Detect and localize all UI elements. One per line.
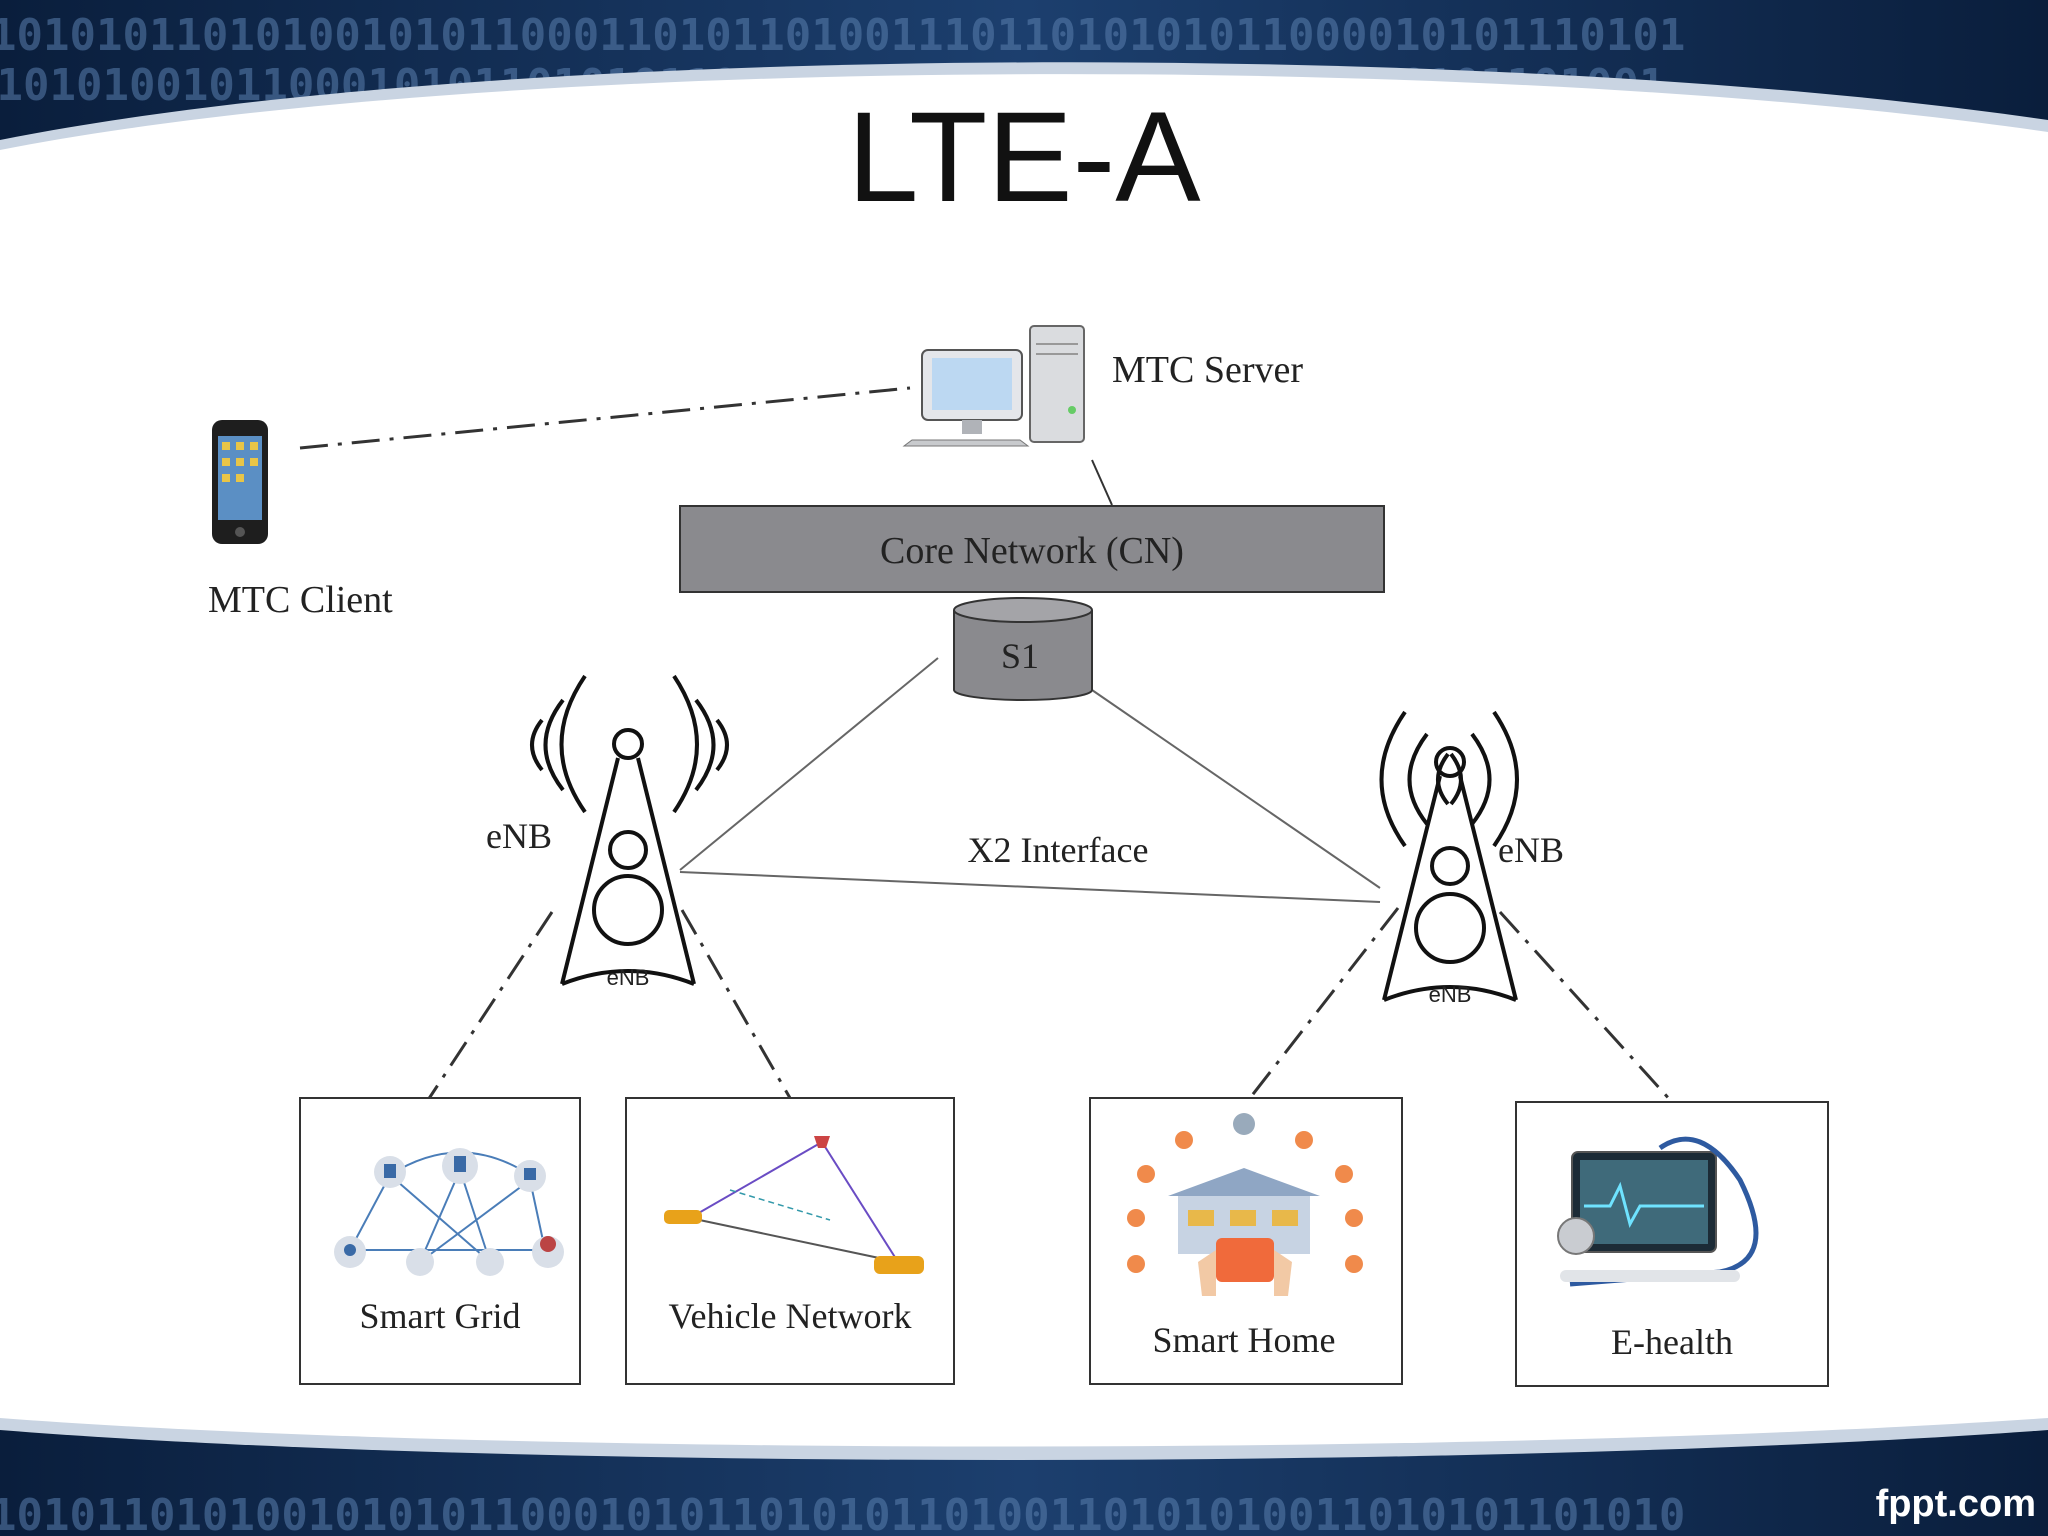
smartphone-icon [212,420,268,544]
vehicle-network-icon [664,1136,924,1274]
s1-label: S1 [1001,636,1039,676]
vehicle-network-label: Vehicle Network [669,1296,912,1336]
svg-text:101010110101001010110001101011: 1010101101010010101100011010110100111011… [0,10,1685,61]
enb-right-badge: eNB [1429,982,1472,1007]
x2-interface-label: X2 Interface [968,830,1149,870]
s1-left-link [679,657,939,871]
smart-home-icon [1127,1113,1363,1296]
svg-text:101011010100101010110001010110: 1010110101001010101100010101101010110100… [0,1490,1685,1536]
mtc-client-label: MTC Client [208,579,393,621]
enb-left-grid-link [426,911,554,1101]
smart-grid-label: Smart Grid [360,1296,521,1336]
x2-interface-link [679,871,1381,903]
server-cn-link [1091,459,1113,506]
smart-grid-network-icon [349,1151,546,1263]
mtc-server-icon [902,325,1085,447]
e-health-tablet-icon [1557,1136,1759,1287]
enb-left-badge: eNB [607,965,650,990]
slide-title: LTE-A [847,86,1201,229]
smart-home-label: Smart Home [1153,1320,1336,1360]
enb-tower-left [530,674,729,986]
footer-brand: fppt.com [1875,1483,2036,1525]
enb-right-health-link [1498,910,1674,1104]
enb-left-label: eNB [486,816,552,856]
smart-home-box [1089,1097,1403,1385]
mtc-server-label: MTC Server [1112,349,1303,391]
e-health-label: E-health [1611,1322,1733,1362]
enb-right-home-link [1248,907,1400,1099]
enb-right-label: eNB [1498,830,1564,870]
smart-grid-box [299,1097,581,1385]
s1-right-link [1091,689,1381,889]
core-network-box [679,505,1385,593]
e-health-box [1515,1101,1829,1387]
vehicle-network-box [625,1097,955,1385]
enb-tower-right [1379,710,1519,1002]
s1-cylinder [953,597,1093,701]
core-network-label: Core Network (CN) [880,530,1184,572]
enb-left-vehicle-link [680,909,792,1099]
client-server-link [299,386,911,450]
